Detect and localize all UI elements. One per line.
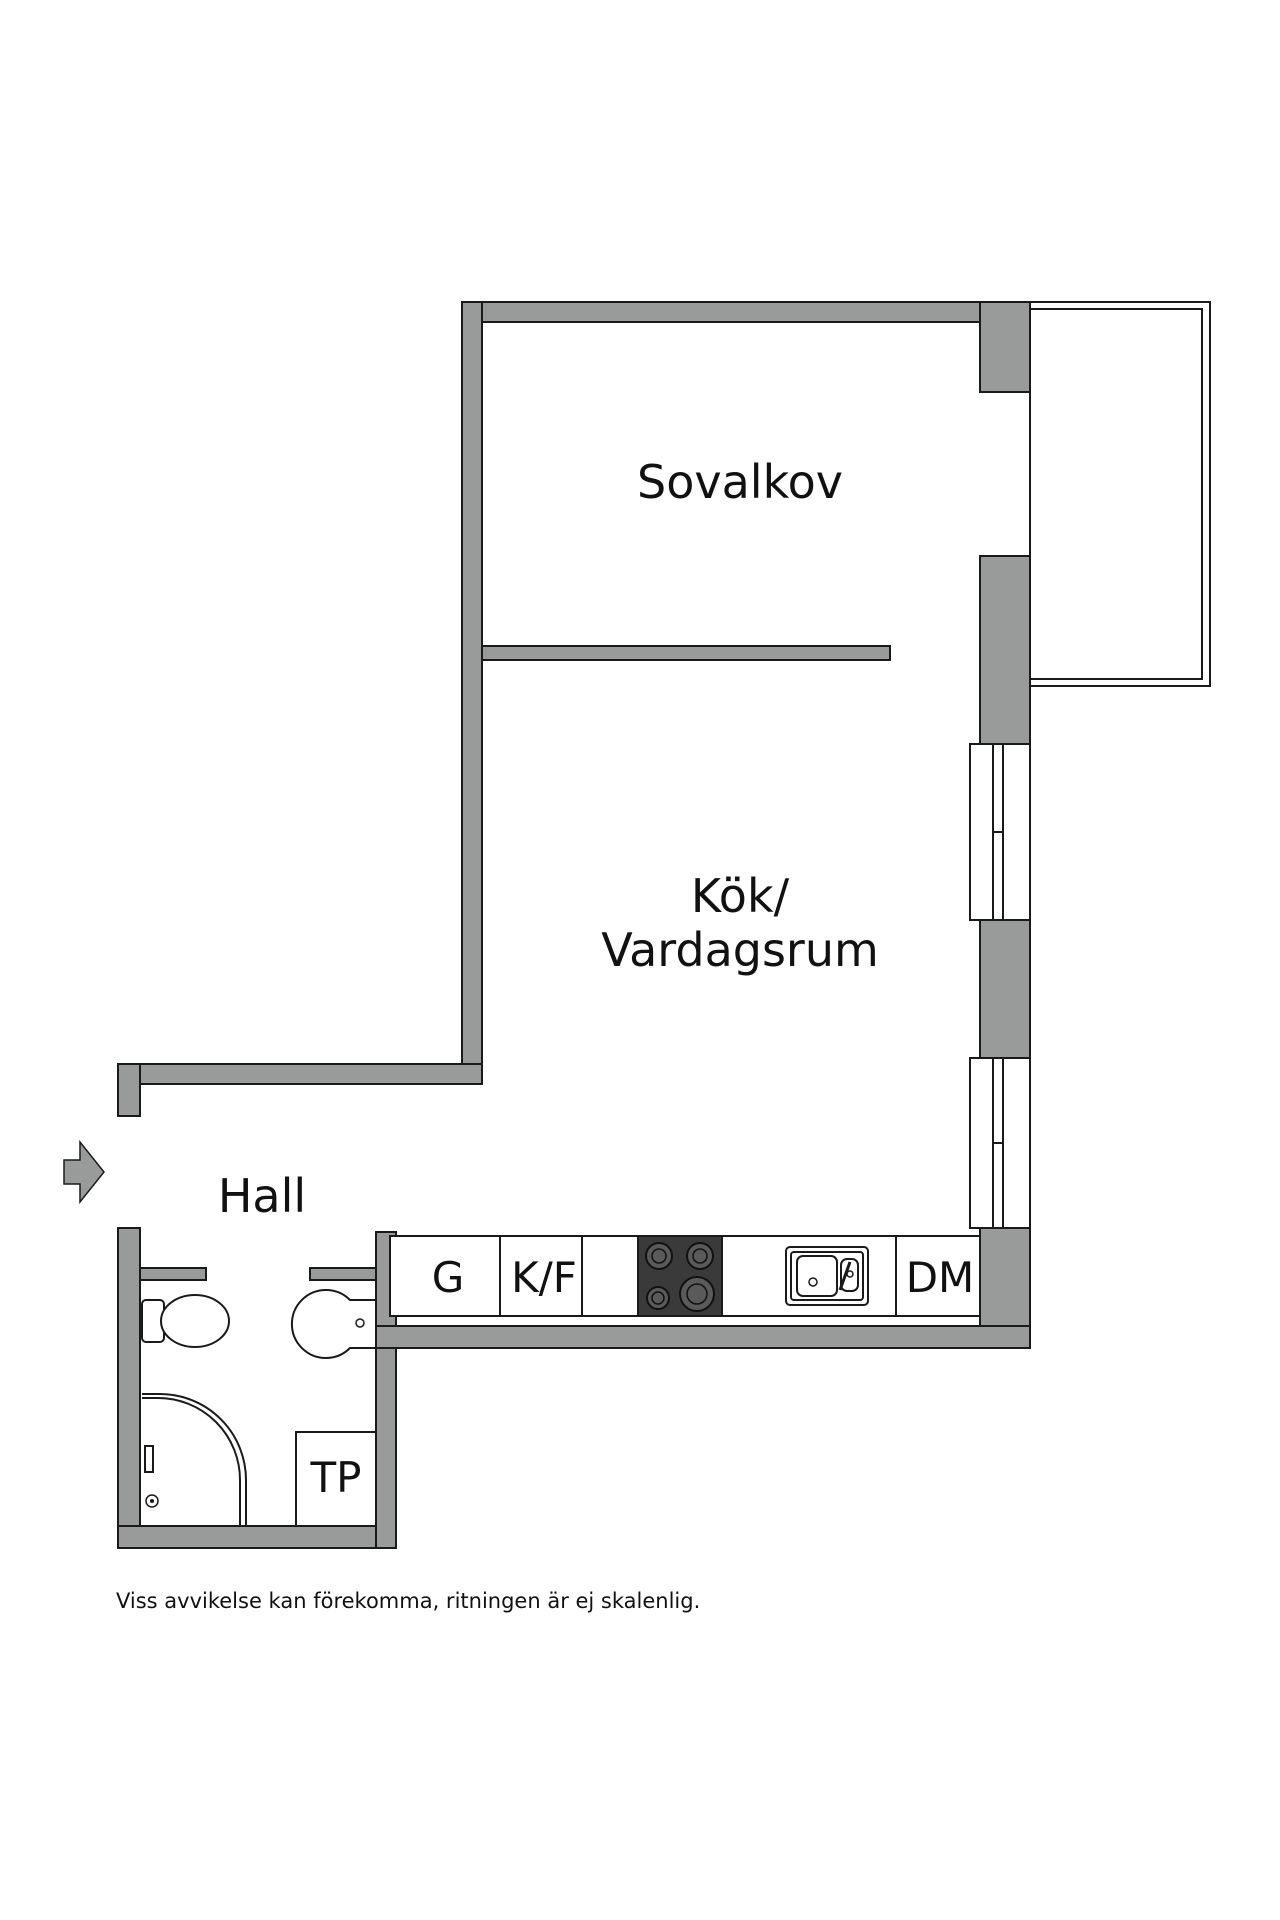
shower-icon (142, 1393, 247, 1526)
entrance-arrow-icon (63, 1139, 105, 1205)
disclaimer-note: Viss avvikelse kan förekomma, ritningen … (116, 1589, 700, 1613)
room-label-kitchen-line2: Vardagsrum (601, 923, 879, 977)
room-label-kitchen-line1: Kök/ (691, 869, 790, 923)
appliance-label-fridge-freezer: K/F (511, 1253, 577, 1302)
window-upper (969, 743, 1031, 921)
room-label-hall: Hall (218, 1169, 306, 1223)
room-label-bedroom: Sovalkov (637, 455, 843, 509)
appliance-label-dishwasher: DM (906, 1253, 975, 1302)
toilet-icon (141, 1294, 230, 1348)
partition-wall (481, 645, 891, 661)
washbasin-icon (291, 1289, 377, 1359)
washing-machine-box (295, 1431, 377, 1527)
window-lower (969, 1057, 1031, 1229)
balcony (1029, 301, 1211, 687)
sink-icon (785, 1246, 869, 1306)
walls (117, 301, 1031, 1549)
hob-icon (637, 1235, 723, 1317)
appliance-label-washing-machine: TP (310, 1453, 362, 1502)
appliance-label-stove: G (432, 1253, 465, 1302)
